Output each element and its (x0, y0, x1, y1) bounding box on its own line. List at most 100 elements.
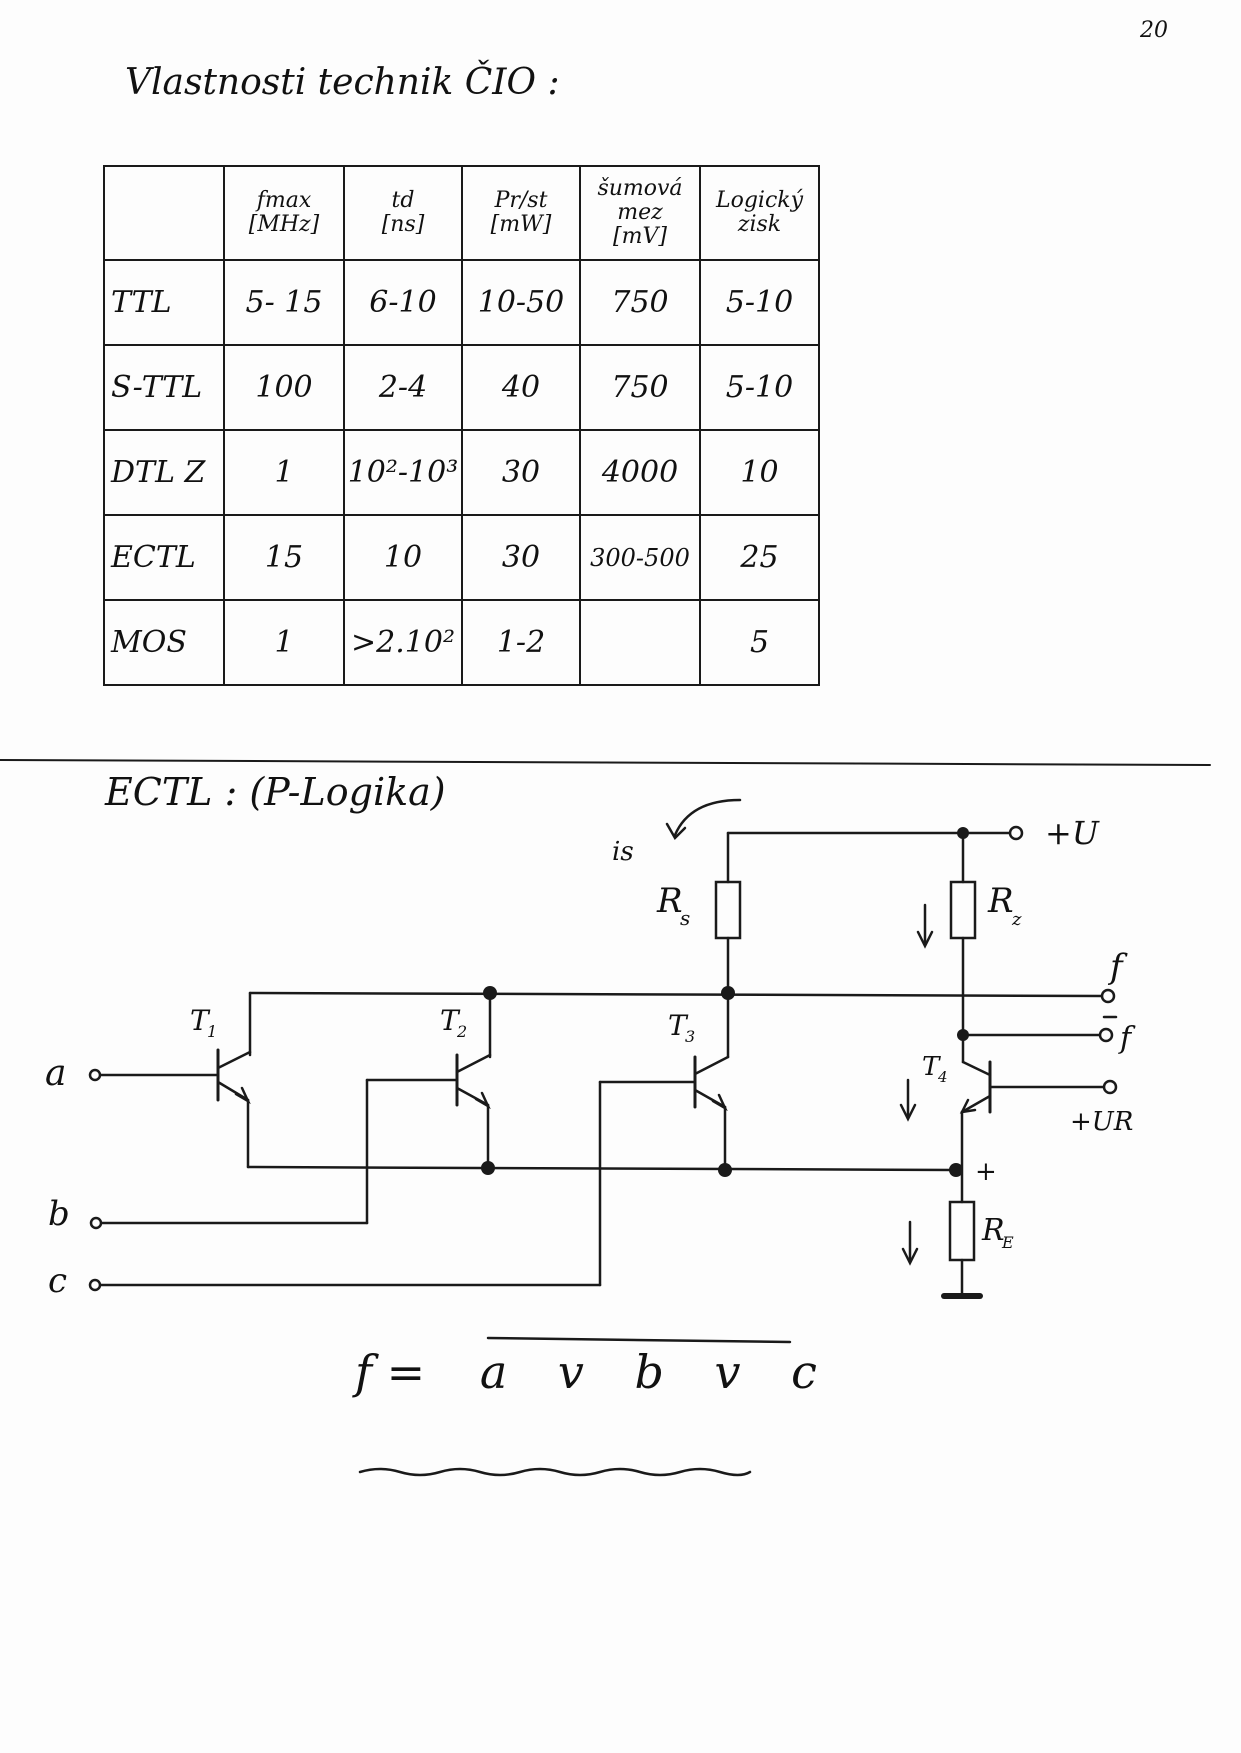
header-cell (103, 165, 225, 261)
table-cell: 300-500 (579, 514, 701, 601)
table-row: TTL 5- 15 6-10 10-50 750 5-10 (103, 259, 820, 346)
re-label: R (981, 1213, 1005, 1248)
t2-collector (455, 1053, 492, 1074)
table-cell: 10-50 (461, 259, 581, 346)
section-divider (0, 759, 1211, 766)
section-title: ECTL : (P-Logika) (105, 770, 446, 814)
table-cell: 15 (223, 514, 345, 601)
table-cell: 750 (579, 344, 701, 431)
junction-dot (957, 827, 969, 839)
formula-expression: a v b v c (479, 1345, 835, 1399)
header-cell: šumová mez[mV] (579, 165, 701, 261)
table-cell: 1 (223, 599, 345, 686)
table-cell: 6-10 (343, 259, 463, 346)
table-row: S-TTL 100 2-4 40 750 5-10 (103, 344, 820, 431)
junction-dot (949, 1163, 963, 1177)
table-cell: 10²-10³ (343, 429, 463, 516)
resistor-rz (949, 880, 977, 940)
header-cell: fmax[MHz] (223, 165, 345, 261)
table-cell: 5 (699, 599, 820, 686)
junction-dot (483, 986, 497, 1000)
table-cell: 2-4 (343, 344, 463, 431)
page-heading: Vlastnosti technik ČIO : (125, 62, 560, 103)
table-cell: 1-2 (461, 599, 581, 686)
table-cell: 4000 (579, 429, 701, 516)
junction-dot (718, 1163, 732, 1177)
table-cell: 100 (223, 344, 345, 431)
table-cell: 30 (461, 429, 581, 516)
junction-dot (481, 1161, 495, 1175)
supply-label: +U (1045, 814, 1100, 852)
table-cell: 30 (461, 514, 581, 601)
table-row: DTL Z 1 10²-10³ 30 4000 10 (103, 429, 820, 516)
terminal-c (88, 1278, 102, 1292)
negation-overline (486, 1336, 792, 1344)
terminal-a (88, 1068, 102, 1082)
underline-wave (358, 1467, 752, 1477)
t2-label: T (440, 1004, 461, 1037)
table-cell: 25 (699, 514, 820, 601)
input-b-label: b (48, 1194, 70, 1234)
formula-lhs: f = (355, 1345, 426, 1399)
output-f-label: f (1107, 947, 1128, 987)
rs-sub: s (680, 906, 690, 930)
logic-formula: f = a v b v c (355, 1345, 835, 1399)
rs-label: R (656, 881, 683, 921)
header-cell: Pr/st[mW] (461, 165, 581, 261)
rz-label: R (987, 881, 1014, 921)
table-cell: 10 (699, 429, 820, 516)
reference-label: +UR (1070, 1107, 1133, 1137)
resistor-re (948, 1200, 976, 1262)
output-f-neg-label: f (1118, 1021, 1136, 1056)
wire (248, 991, 1107, 998)
table-header-row: fmax[MHz] td[ns] Pr/st[mW] šumová mez[mV… (103, 165, 820, 261)
t3-sub: 3 (685, 1027, 695, 1046)
t3-collector (693, 1055, 730, 1076)
header-cell: Logický zisk (699, 165, 820, 261)
t1-label: T (190, 1004, 211, 1037)
row-label: S-TTL (103, 344, 225, 431)
t4-label: T (922, 1052, 941, 1082)
is-arrow-icon (673, 798, 742, 837)
rz-sub: z (1011, 909, 1022, 930)
page-number: 20 (1140, 18, 1168, 43)
re-sub: E (1001, 1233, 1014, 1252)
terminal-f-neg (1098, 1027, 1114, 1043)
terminal-f (1100, 988, 1116, 1004)
t2-sub: 2 (456, 1022, 467, 1041)
table-row: MOS 1 >2.10² 1-2 5 (103, 599, 820, 686)
plus-sign: + (975, 1157, 997, 1187)
table-cell: 5-10 (699, 344, 820, 431)
table-row: ECTL 15 10 30 300-500 25 (103, 514, 820, 601)
t4-collector (961, 1060, 992, 1077)
input-c-label: c (48, 1261, 67, 1301)
terminal-b (89, 1216, 103, 1230)
table-cell: 5-10 (699, 259, 820, 346)
row-label: DTL Z (103, 429, 225, 516)
table-cell (579, 599, 701, 686)
junction-dot (721, 986, 735, 1000)
row-label: MOS (103, 599, 225, 686)
t4-emitter (960, 1094, 992, 1114)
table-cell: 1 (223, 429, 345, 516)
t3-label: T (668, 1009, 689, 1042)
properties-table: fmax[MHz] td[ns] Pr/st[mW] šumová mez[mV… (103, 165, 820, 686)
table-cell: 40 (461, 344, 581, 431)
table-cell: 5- 15 (223, 259, 345, 346)
table-cell: 750 (579, 259, 701, 346)
junction-dot (957, 1029, 969, 1041)
row-label: ECTL (103, 514, 225, 601)
terminal-supply (1008, 825, 1024, 841)
header-cell: td[ns] (343, 165, 463, 261)
wire (246, 1165, 957, 1172)
terminal-ur (1102, 1079, 1118, 1095)
t1-collector (216, 1050, 252, 1070)
row-label: TTL (103, 259, 225, 346)
table-cell: 10 (343, 514, 463, 601)
resistor-rs (714, 880, 742, 940)
table-cell: >2.10² (343, 599, 463, 686)
t1-sub: 1 (207, 1022, 217, 1041)
input-a-label: a (45, 1053, 66, 1094)
current-is-label: is (612, 837, 634, 867)
